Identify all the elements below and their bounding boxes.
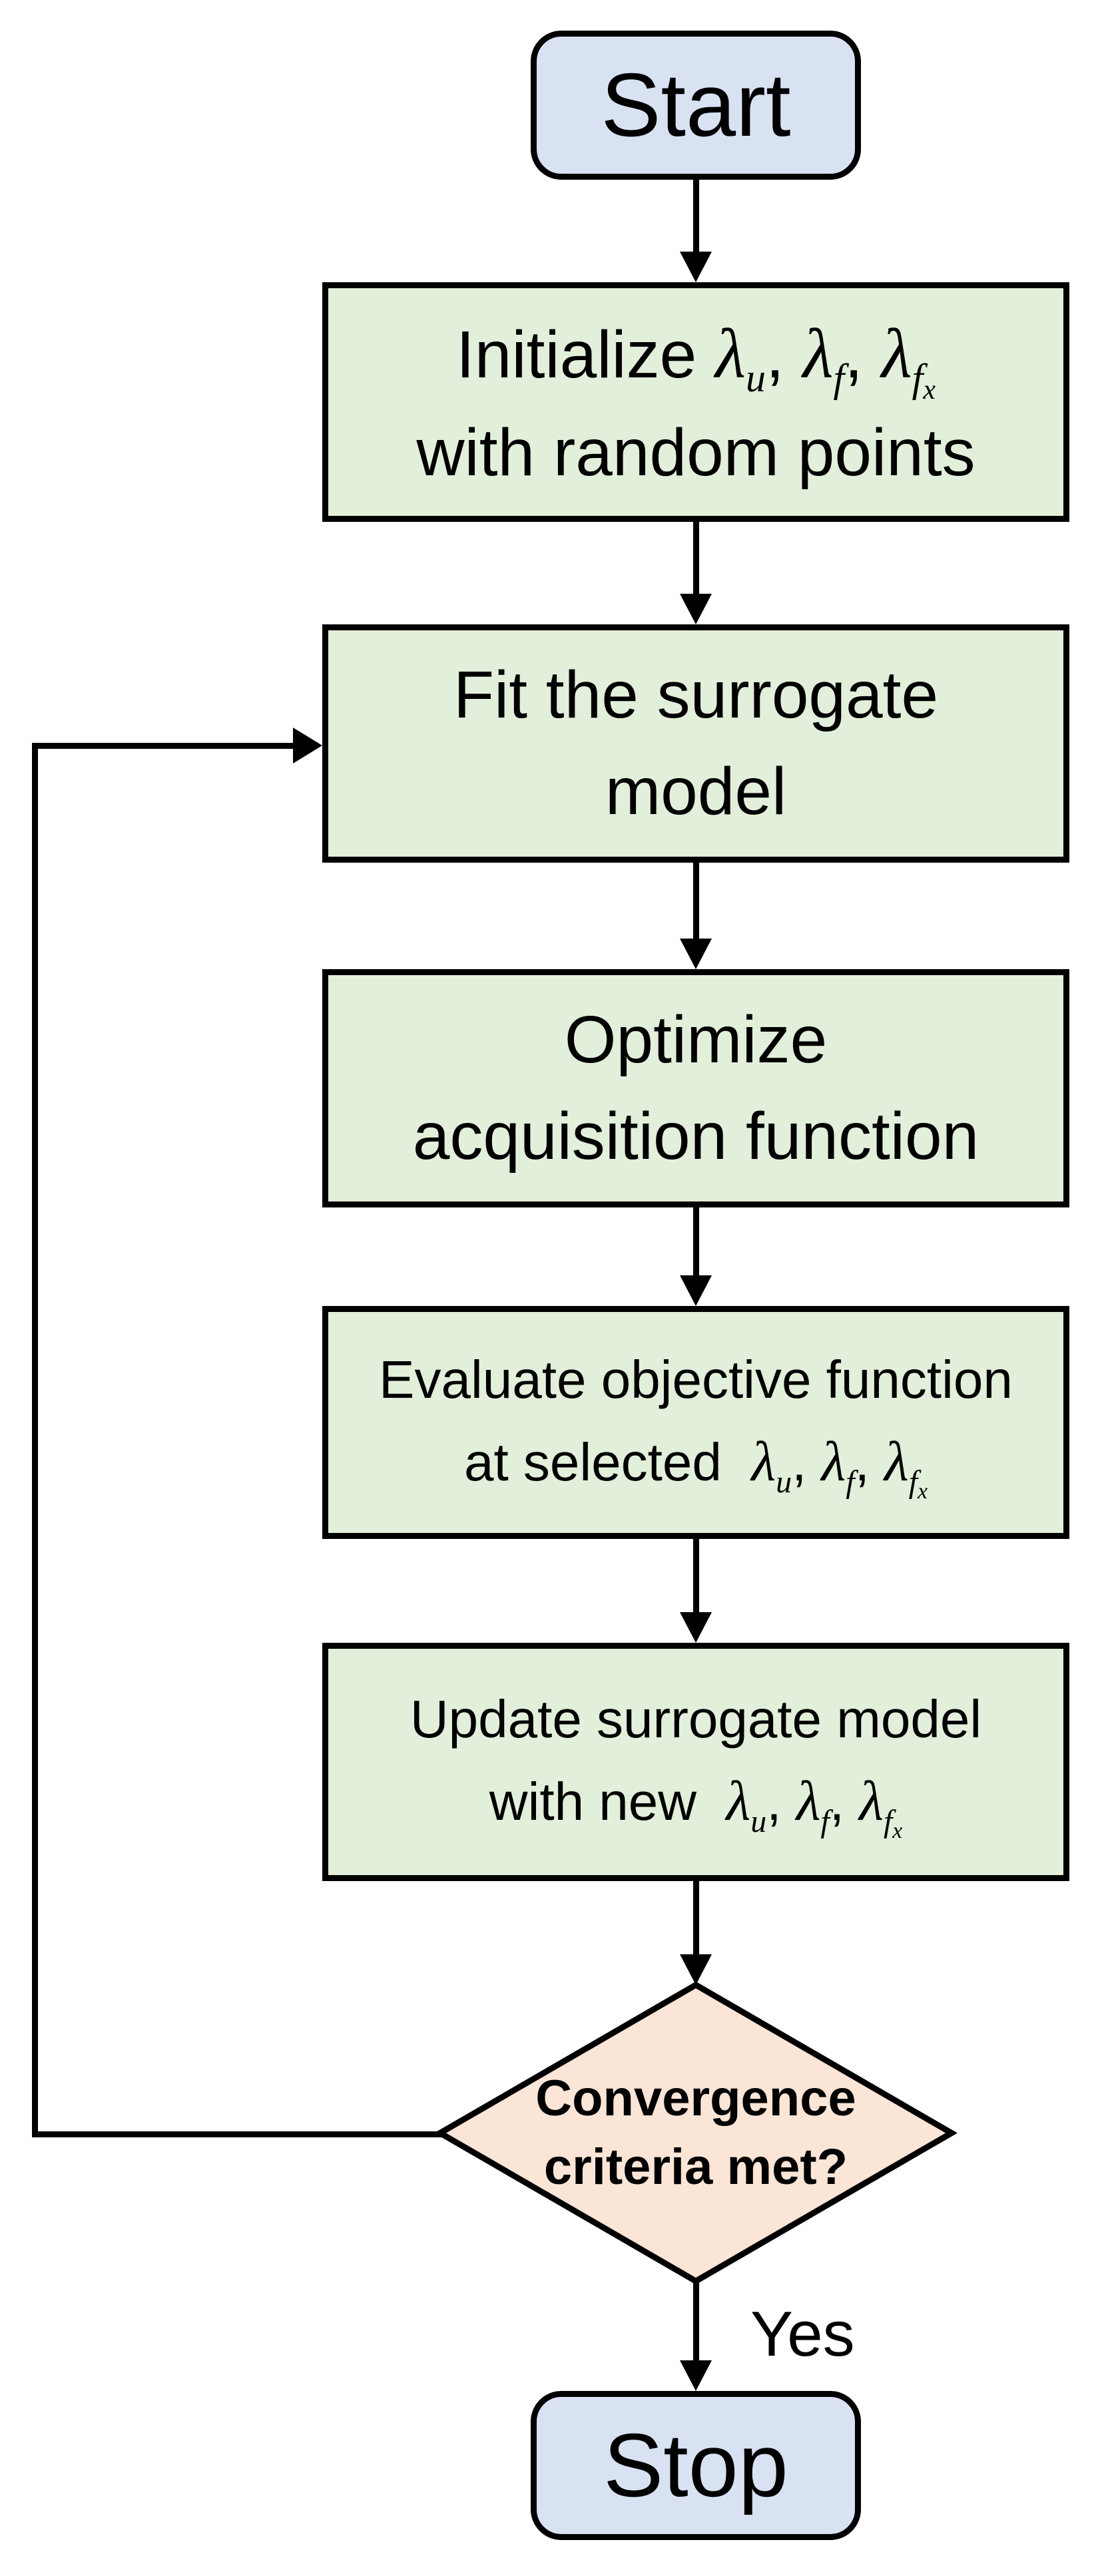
arrow-decision-stop-stem [693, 2281, 699, 2360]
start-label: Start [601, 55, 791, 156]
node-fit-line1: Fit the surrogate [453, 658, 939, 732]
node-optimize-line2: acquisition function [412, 1099, 979, 1174]
loop-connector-top [32, 743, 294, 749]
loop-arrowhead-right-icon [293, 728, 322, 763]
arrowhead-down-icon [680, 1612, 712, 1643]
arrowhead-down-icon [680, 1275, 712, 1306]
arrow-optimize-evaluate-stem [693, 1207, 699, 1275]
decision-label: Convergence criteria met? [440, 1985, 952, 2281]
node-initialize-line1: Initialize λu, λf, λfx [456, 314, 936, 406]
node-fit-surrogate: Fit the surrogate model [322, 624, 1069, 863]
node-evaluate-line2: at selected λu, λf, λfx [463, 1430, 928, 1504]
arrow-start-initialize-stem [693, 180, 699, 252]
arrowhead-down-icon [680, 1954, 712, 1985]
arrowhead-down-icon [680, 594, 712, 624]
yes-label: Yes [750, 2298, 855, 2370]
decision-line1: Convergence [535, 2069, 856, 2127]
arrow-initialize-fit-stem [693, 522, 699, 594]
decision-line2: criteria met? [543, 2138, 848, 2195]
loop-connector-bottom [32, 2131, 443, 2137]
node-update-line2: with new λu, λf, λfx [489, 1770, 903, 1843]
arrowhead-down-icon [680, 939, 712, 969]
node-initialize-line2: with random points [416, 415, 975, 491]
node-stop: Stop [531, 2391, 861, 2540]
node-update-line1: Update surrogate model [410, 1689, 982, 1749]
stop-label: Stop [603, 2415, 788, 2516]
loop-connector-vertical [32, 743, 38, 2137]
arrow-fit-optimize-stem [693, 863, 699, 939]
node-evaluate-objective: Evaluate objective function at selected … [322, 1306, 1069, 1539]
arrowhead-down-icon [680, 2360, 712, 2391]
arrow-update-decision-stem [693, 1881, 699, 1954]
node-optimize-line1: Optimize [564, 1002, 828, 1077]
node-start: Start [531, 31, 861, 180]
node-fit-line2: model [605, 754, 787, 829]
node-initialize: Initialize λu, λf, λfx with random point… [322, 282, 1069, 522]
node-update-surrogate: Update surrogate model with new λu, λf, … [322, 1643, 1069, 1881]
arrow-evaluate-update-stem [693, 1539, 699, 1612]
node-optimize-acquisition: Optimize acquisition function [322, 969, 1069, 1207]
node-evaluate-line1: Evaluate objective function [379, 1350, 1013, 1410]
arrowhead-down-icon [680, 252, 712, 282]
